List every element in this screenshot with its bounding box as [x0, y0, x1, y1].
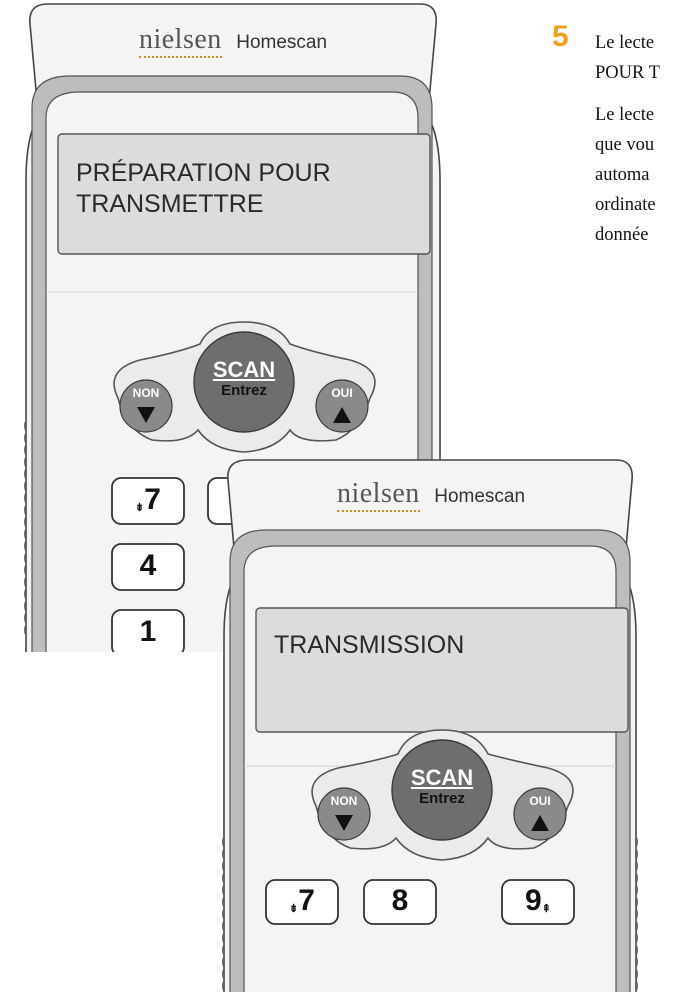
yes-label: OUI	[331, 386, 353, 400]
scanner-device-bottom: nielsen Homescan TRANSMISSION SCAN Entre…	[204, 456, 644, 992]
key-8[interactable]: 8	[364, 884, 436, 918]
no-label: NON	[132, 386, 160, 400]
key-7[interactable]: ⇟7	[266, 884, 338, 918]
no-button[interactable]: NON	[120, 386, 172, 400]
scan-button[interactable]: SCAN Entrez	[392, 766, 492, 808]
step-para-line-5: donnée	[595, 225, 649, 245]
scan-button-shape	[193, 331, 295, 433]
enter-label: Entrez	[419, 790, 465, 807]
key-1-label: 1	[139, 615, 157, 648]
lcd-message: TRANSMISSION	[274, 631, 465, 659]
key-7[interactable]: ⇟7	[112, 483, 184, 517]
key-7-label: 7	[144, 483, 161, 516]
step-para-line-1: Le lecte	[595, 105, 655, 125]
step-number: 5	[552, 20, 569, 53]
enter-label: Entrez	[221, 382, 267, 399]
step-para-line-4: ordinate	[595, 195, 656, 215]
scan-button[interactable]: SCAN Entrez	[194, 358, 294, 400]
key-4-label: 4	[139, 549, 157, 582]
no-label: NON	[330, 794, 358, 808]
key-9-label: 9	[525, 884, 542, 917]
yes-label: OUI	[529, 794, 551, 808]
down-arrow-icon: ⇟	[289, 903, 299, 915]
scan-label: SCAN	[410, 765, 474, 790]
brand-logo: nielsen Homescan	[226, 478, 636, 512]
down-arrow-icon: ⇟	[135, 502, 145, 514]
up-arrow-icon	[531, 815, 549, 831]
key-1[interactable]: 1	[112, 615, 184, 649]
up-arrow-icon	[333, 407, 351, 423]
down-arrow-icon	[137, 407, 155, 423]
key-8-label: 8	[391, 884, 409, 917]
step-instructions: Le lecte POUR T Le lecte que vou automa …	[595, 28, 679, 250]
product-name: Homescan	[236, 32, 328, 53]
scanner-body-bottom	[222, 459, 638, 992]
step-line-2: POUR T	[595, 63, 660, 83]
scan-label: SCAN	[212, 357, 276, 382]
key-7-label: 7	[298, 884, 315, 917]
no-button[interactable]: NON	[318, 794, 370, 808]
key-4[interactable]: 4	[112, 549, 184, 583]
lcd-message: PRÉPARATION POUR TRANSMETTRE	[76, 159, 331, 218]
yes-button[interactable]: OUI	[514, 794, 566, 808]
key-9[interactable]: 9⇞	[502, 884, 574, 918]
step-para-line-2: que vou	[595, 135, 655, 155]
brand-name: nielsen	[138, 24, 222, 58]
product-name: Homescan	[434, 486, 526, 507]
step-line-1: Le lecte	[595, 33, 655, 53]
down-arrow-icon	[335, 815, 353, 831]
brand-name: nielsen	[336, 478, 420, 512]
brand-logo: nielsen Homescan	[28, 24, 438, 58]
step-para-line-3: automa	[595, 165, 650, 185]
up-arrow-icon: ⇞	[541, 903, 551, 915]
yes-button[interactable]: OUI	[316, 386, 368, 400]
